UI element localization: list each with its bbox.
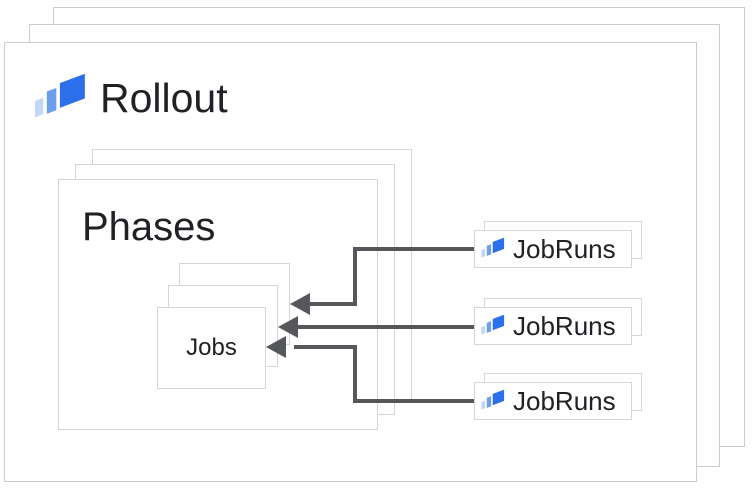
cloud-deploy-icon bbox=[480, 313, 506, 337]
arrow-jobruns-2-arrowhead-icon bbox=[278, 316, 298, 338]
cloud-deploy-icon bbox=[480, 388, 506, 412]
arrow-jobruns-3-segment-horizontal bbox=[353, 399, 474, 403]
jobruns-label: JobRuns bbox=[513, 385, 616, 416]
arrow-jobruns-3-arrowhead-icon bbox=[266, 336, 286, 358]
rollout-title: Rollout bbox=[100, 74, 228, 121]
arrow-jobruns-1-segment-into-jobs bbox=[306, 302, 357, 306]
jobruns-card-3: JobRuns bbox=[474, 382, 632, 420]
cloud-deploy-icon bbox=[480, 236, 506, 260]
arrow-jobruns-1-segment-horizontal bbox=[353, 247, 474, 251]
rollout-header: Rollout bbox=[32, 70, 228, 127]
phases-label: Phases bbox=[82, 205, 216, 249]
cloud-deploy-icon bbox=[32, 70, 89, 123]
arrow-jobruns-1-segment-vertical bbox=[353, 247, 357, 306]
jobruns-card-1: JobRuns bbox=[474, 230, 632, 268]
jobruns-card-2: JobRuns bbox=[474, 307, 632, 345]
arrow-jobruns-2-segment-horizontal bbox=[296, 325, 474, 329]
jobruns-label: JobRuns bbox=[513, 310, 616, 341]
arrow-jobruns-3-segment-vertical bbox=[353, 345, 357, 403]
jobs-label: Jobs bbox=[186, 334, 237, 361]
arrow-jobruns-3-segment-into-jobs bbox=[294, 345, 357, 349]
jobs-card-front: Jobs bbox=[157, 307, 266, 389]
jobruns-label: JobRuns bbox=[513, 233, 616, 264]
arrow-jobruns-1-arrowhead-icon bbox=[290, 293, 310, 315]
